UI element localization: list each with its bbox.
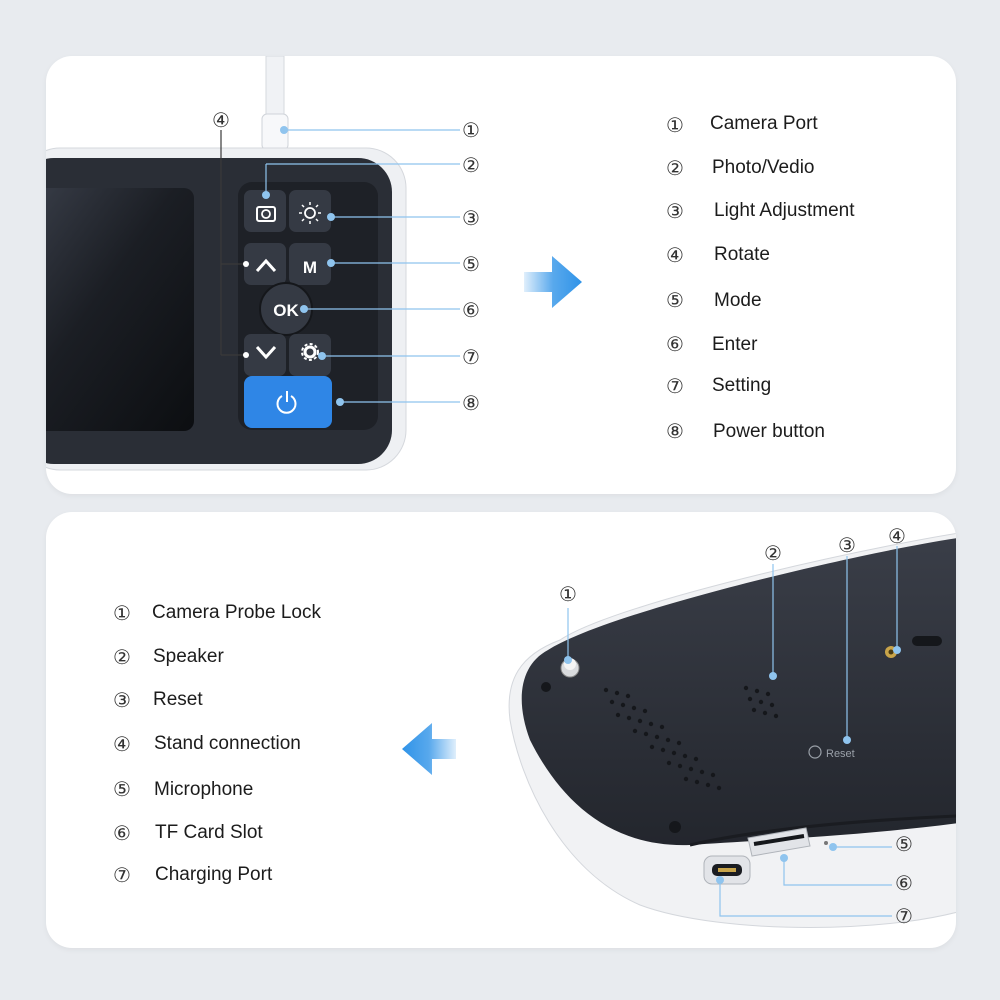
mode-button[interactable]: M xyxy=(289,243,331,285)
top-callout-1: ① xyxy=(462,118,480,142)
charging-port[interactable] xyxy=(703,855,751,885)
legend-label-tf-card-slot: TF Card Slot xyxy=(155,822,263,843)
ok-button-label: OK xyxy=(273,301,299,320)
camera-button[interactable] xyxy=(244,190,286,232)
ok-button[interactable]: OK xyxy=(259,282,313,336)
rotate-up-button[interactable] xyxy=(244,243,286,285)
legend-num: ⑧ xyxy=(666,419,684,443)
bottom-callout-4: ④ xyxy=(888,524,906,548)
legend-num: ⑤ xyxy=(113,777,131,801)
legend-num: ① xyxy=(666,113,684,137)
device-front-view: M OK xyxy=(46,56,407,471)
legend-label-camera-probe-lock: Camera Probe Lock xyxy=(152,602,321,623)
legend-num: ⑦ xyxy=(113,863,131,887)
tf-card-slot[interactable] xyxy=(747,827,811,857)
legend-num: ④ xyxy=(113,732,131,756)
settings-button[interactable] xyxy=(289,334,331,376)
rotate-bracket xyxy=(220,130,246,356)
top-callout-dots xyxy=(243,126,344,406)
legend-num: ⑤ xyxy=(666,288,684,312)
top-leader-lines xyxy=(265,129,460,403)
legend-num: ① xyxy=(113,601,131,625)
microphone-hole xyxy=(824,841,828,845)
bottom-callout-6: ⑥ xyxy=(895,871,913,895)
bottom-callout-7: ⑦ xyxy=(895,904,913,928)
legend-label-enter: Enter xyxy=(712,334,758,355)
top-callout-6: ⑥ xyxy=(462,298,480,322)
legend-label-setting: Setting xyxy=(712,375,772,396)
bottom-callout-5: ⑤ xyxy=(895,832,913,856)
bottom-callout-dots xyxy=(564,646,901,884)
bottom-leader-lines xyxy=(567,546,898,917)
top-callout-8: ⑧ xyxy=(462,391,480,415)
arrow-right-icon xyxy=(524,256,582,308)
legend-label-speaker: Speaker xyxy=(153,646,224,667)
legend-num: ④ xyxy=(666,243,684,267)
device-back-view: Reset xyxy=(508,529,956,928)
bottom-callout-3: ③ xyxy=(838,533,856,557)
top-callout-5: ⑤ xyxy=(462,252,480,276)
legend-label-light-adjustment: Light Adjustment xyxy=(714,200,855,221)
legend-num: ⑥ xyxy=(113,821,131,845)
legend-num: ③ xyxy=(666,199,684,223)
top-callout-7: ⑦ xyxy=(462,345,480,369)
legend-label-photo-video: Photo/Vedio xyxy=(712,157,815,178)
bottom-callout-1: ① xyxy=(559,582,577,606)
arrow-left-icon xyxy=(402,723,456,775)
legend-label-charging-port: Charging Port xyxy=(155,864,273,885)
power-button[interactable] xyxy=(244,376,332,428)
top-callout-2: ② xyxy=(462,153,480,177)
legend-num: ② xyxy=(666,156,684,180)
legend-num: ⑦ xyxy=(666,374,684,398)
top-callout-3: ③ xyxy=(462,206,480,230)
legend-label-mode: Mode xyxy=(714,290,762,311)
legend-label-reset: Reset xyxy=(153,689,203,710)
legend-num: ③ xyxy=(113,688,131,712)
legend-num: ⑥ xyxy=(666,332,684,356)
mode-button-label: M xyxy=(303,258,317,277)
reset-label: Reset xyxy=(826,748,855,760)
legend-label-stand-connection: Stand connection xyxy=(154,733,301,754)
top-callout-4: ④ xyxy=(212,108,230,132)
legend-label-rotate: Rotate xyxy=(714,244,770,265)
light-button[interactable] xyxy=(289,190,331,232)
rotate-down-button[interactable] xyxy=(244,334,286,376)
legend-label-camera-port: Camera Port xyxy=(710,113,818,134)
legend-label-power-button: Power button xyxy=(713,421,825,442)
legend-num: ② xyxy=(113,645,131,669)
legend-label-microphone: Microphone xyxy=(154,779,254,800)
speaker-grille xyxy=(603,685,779,791)
bottom-callout-2: ② xyxy=(764,541,782,565)
